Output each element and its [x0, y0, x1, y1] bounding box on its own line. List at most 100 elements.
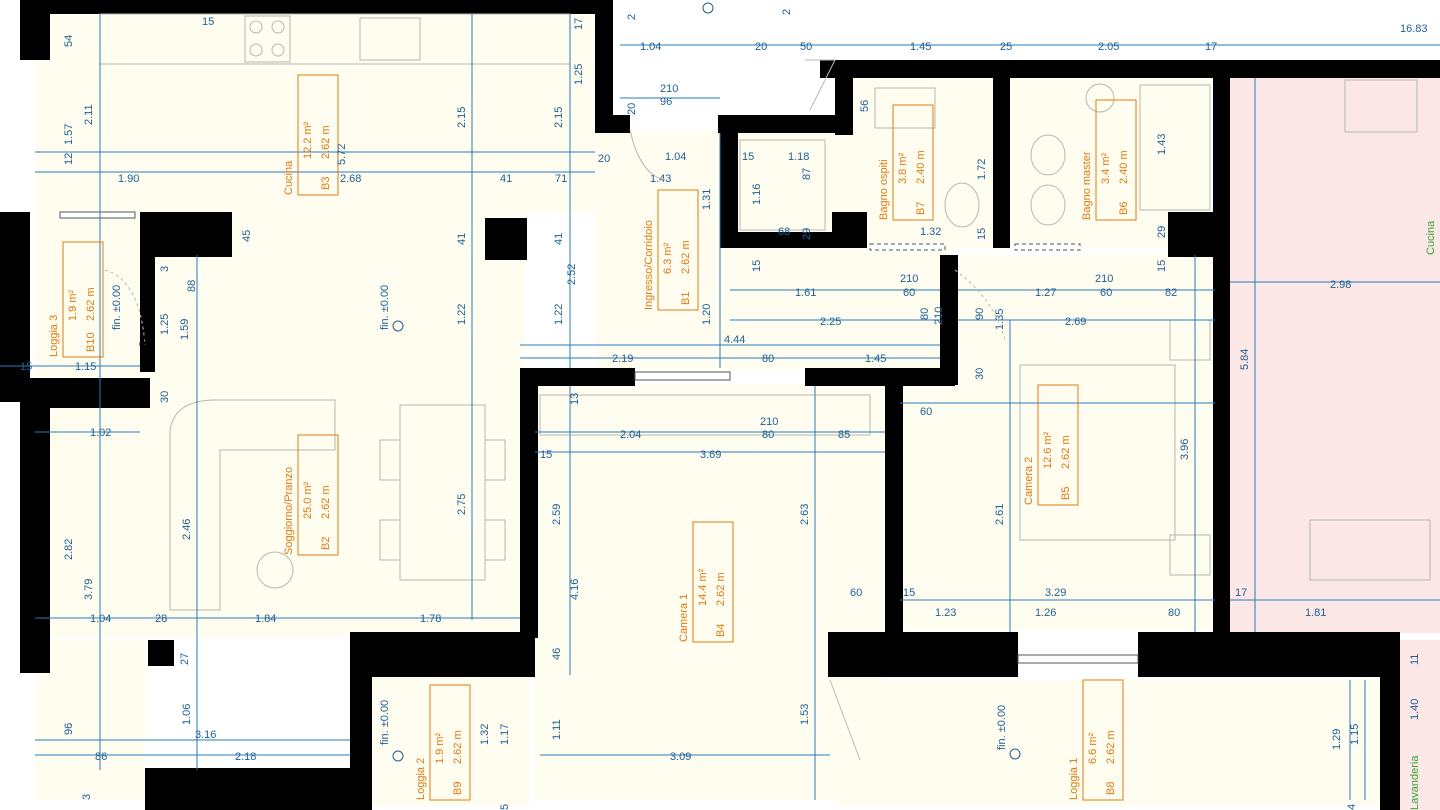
room-height: 2.62 m: [1060, 435, 1072, 469]
level-icon: [392, 750, 404, 762]
dim-text: 15: [202, 16, 214, 28]
chair-icon: [484, 519, 506, 561]
dim-text: 60: [850, 587, 862, 599]
room-height: 2.62 m: [715, 572, 727, 606]
burner-icon: [249, 43, 263, 57]
wall-south-sw: [145, 768, 370, 810]
dim-text: 1.20: [701, 304, 713, 325]
room-fill-cucina: [35, 12, 595, 212]
room-sup: 3.4 m²: [1100, 152, 1112, 184]
dim-text: 45: [241, 230, 253, 242]
dim-text: 15: [903, 587, 915, 599]
dim-text: 2.68: [340, 173, 361, 185]
dim-text: 1.11: [551, 719, 563, 740]
dim-text: 210: [760, 416, 778, 428]
room-code: B3: [320, 177, 332, 190]
room-sup: 6.6 m²: [1087, 732, 1099, 764]
sofa-neighbor-icon: [1309, 519, 1431, 581]
room-label-camera2: Camera 2 12.6 m² 2.62 m B5: [1023, 384, 1079, 506]
closet-icon: [739, 139, 826, 231]
sink-icon: [359, 17, 421, 61]
dim-text: 2.19: [612, 353, 633, 365]
room-sup: 6.3 m²: [662, 242, 674, 274]
windows: [59, 211, 1139, 664]
dimension-texts: 15 1.90 2.68 41 71 20 96 210 1.04 20 50 …: [20, 16, 1428, 763]
dim-text: 3.79: [83, 579, 95, 600]
dim-text: 2.18: [235, 751, 256, 763]
wall-cam1-east: [885, 385, 903, 635]
dim-text: 1.04: [90, 613, 111, 625]
dim-text: 1.18: [788, 151, 809, 163]
bidet-icon: [1030, 134, 1066, 176]
room-height: 2.40 m: [1118, 150, 1130, 184]
room-code: B2: [320, 537, 332, 550]
label-box: [429, 684, 471, 801]
room-code: B5: [1060, 487, 1072, 500]
neighbor-label: Cucina: [1425, 220, 1437, 255]
dim-text: 80: [762, 429, 774, 441]
dim-text: 60: [903, 287, 915, 299]
dim-text: 1.16: [751, 184, 763, 205]
room-height: 2.62 m: [1105, 730, 1117, 764]
room-sup: 3.8 m²: [897, 152, 909, 184]
toilet-icon: [944, 182, 980, 228]
dim-text: 68: [778, 226, 790, 238]
wall-vertical-a: [835, 60, 853, 135]
wall-west-b: [20, 378, 50, 673]
dim-text: 2.61: [994, 504, 1006, 525]
dim-text: 1.04: [665, 151, 686, 163]
dim-text: 2.98: [1330, 279, 1351, 291]
dim-text: 82: [1165, 287, 1177, 299]
wall-east: [1213, 78, 1230, 633]
dim-text: 1.53: [799, 704, 811, 725]
dim-text: 87: [801, 168, 813, 180]
dim-text: 1.57: [63, 124, 75, 145]
dim-text: 4: [1346, 804, 1358, 810]
dim-text: 210: [933, 307, 945, 325]
dim-text: 2.15: [456, 107, 468, 128]
room-name: Ingresso/Corridoio: [643, 220, 655, 310]
dim-text: 2.59: [551, 504, 563, 525]
neighbor-cucina-label: Cucina: [1425, 220, 1437, 255]
burner-icon: [271, 43, 285, 57]
dimension-lines: [0, 14, 1440, 800]
dim-text: 2.11: [83, 104, 95, 125]
wall-cam1-north-b: [805, 368, 955, 386]
window-cam2: [1017, 654, 1139, 664]
label-box: [62, 241, 104, 358]
window-loggia3: [59, 211, 136, 219]
floor-level-marker: fin. ±0.00: [379, 285, 391, 330]
dim-text: 90: [974, 308, 986, 320]
floor-level-marker: fin. ±0.00: [111, 285, 123, 330]
wall-loggia3-top: [140, 212, 232, 257]
dim-text: 15: [742, 151, 754, 163]
window-cam1: [634, 371, 731, 381]
dim-text: 1.72: [976, 159, 988, 180]
dim-text: 1.81: [1305, 607, 1326, 619]
dim-text: 12: [63, 153, 75, 165]
room-name: Camera 2: [1023, 457, 1035, 505]
door-swing: [104, 269, 146, 346]
dim-text: 71: [555, 173, 567, 185]
room-height: 2.62 m: [680, 240, 692, 274]
room-name: Cucina: [283, 160, 295, 195]
room-label-soggiorno: Soggiorno/Pranzo 25.0 m² 2.62 m B2: [283, 434, 339, 556]
wall-bath-divider: [993, 78, 1010, 248]
dim-text: 210: [660, 83, 678, 95]
dim-text: 1.02: [90, 427, 111, 439]
dim-text: 30: [159, 391, 171, 403]
dim-text: 1.61: [795, 287, 816, 299]
fin-label: fin. ±0.00: [996, 705, 1008, 750]
dim-text: 13: [569, 393, 581, 405]
dim-text: 85: [838, 429, 850, 441]
chair-icon: [484, 439, 506, 481]
dim-text: 54: [63, 35, 75, 47]
cooktop-neighbor-icon: [1344, 79, 1418, 133]
wall-bath-pillar: [1168, 212, 1218, 257]
dim-text: 210: [1095, 273, 1113, 285]
dim-text: 2.46: [181, 519, 193, 540]
level-icon: [702, 2, 714, 14]
label-box: [297, 434, 339, 556]
dim-text: 1.32: [920, 226, 941, 238]
dim-text: 30: [974, 368, 986, 380]
